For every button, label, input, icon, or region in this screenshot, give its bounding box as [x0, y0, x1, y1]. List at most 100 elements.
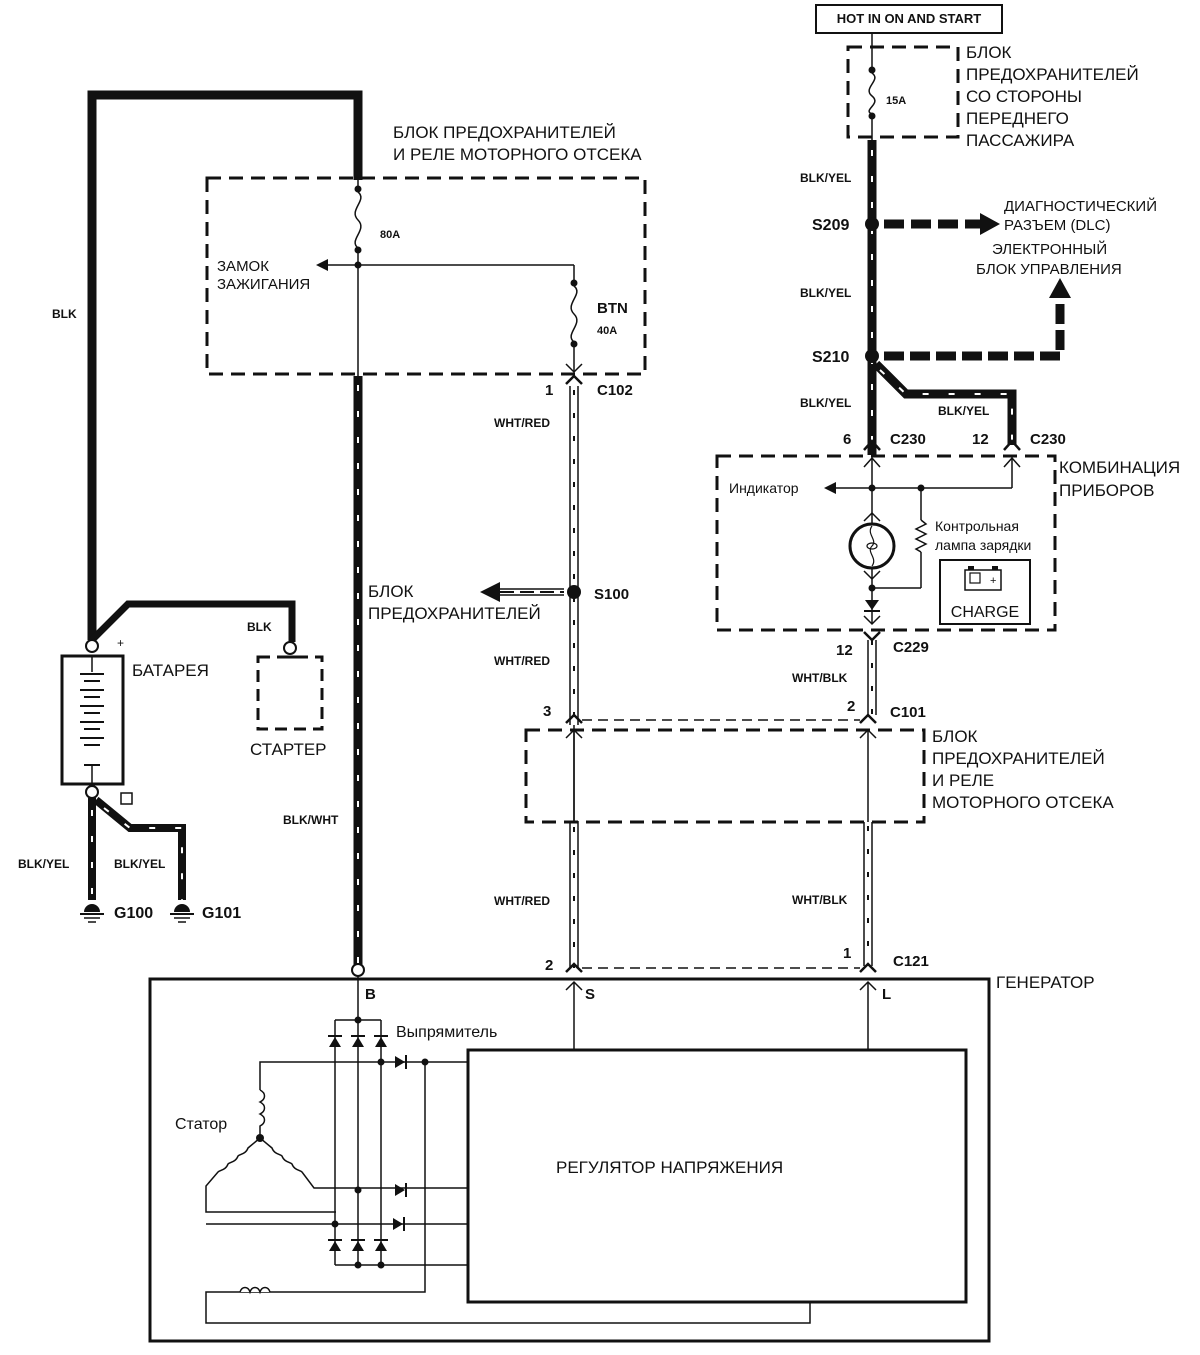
splice-s209-label: S209	[812, 217, 849, 234]
fuse-15a-icon	[868, 72, 876, 115]
battery-plus-label: +	[117, 636, 124, 650]
passenger-fuse-block: 15A	[846, 33, 960, 140]
fuse-15a-label: 15A	[886, 95, 906, 107]
rectifier-label: Выпрямитель	[396, 1024, 497, 1041]
battery	[60, 600, 297, 805]
ground-g100-label: G100	[114, 905, 153, 922]
svg-text:C121: C121	[893, 953, 929, 970]
wire-blk-yel-pin12	[872, 360, 1017, 445]
svg-text:2: 2	[847, 698, 855, 715]
fuse-80a-icon	[354, 191, 362, 249]
generator	[148, 963, 991, 1343]
stator-coil-icon	[258, 1089, 266, 1138]
svg-text:C101: C101	[890, 704, 926, 721]
battery-label: БАТАРЕЯ	[132, 661, 209, 680]
wire-label: WHT/RED	[494, 894, 550, 908]
connector-c101: 3 2 C101	[543, 698, 926, 724]
wire-label: BLK/WHT	[283, 813, 339, 827]
wire-to-ecu	[884, 278, 1071, 361]
wire-label: WHT/BLK	[792, 671, 848, 685]
ground-g101-label: G101	[202, 905, 241, 922]
arrow-right-icon	[980, 213, 1000, 235]
dlc-label: ДИАГНОСТИЧЕСКИЙ РАЗЪЕМ (DLC)	[1004, 197, 1161, 234]
wire-label: BLK	[52, 307, 77, 321]
hot-in-label: HOT IN ON AND START	[837, 11, 981, 26]
wire-label: BLK/YEL	[800, 171, 851, 185]
diode-icon	[327, 1035, 343, 1048]
splice-s209	[865, 217, 879, 231]
fuse-btn-label: BTN	[597, 300, 628, 317]
svg-text:C230: C230	[890, 431, 926, 448]
connector-c229: 12 C229	[836, 631, 929, 659]
arrow-up-icon	[1049, 278, 1071, 298]
arrow-left-icon	[824, 482, 836, 494]
fuse-block-s100-label: БЛОК ПРЕДОХРАНИТЕЛЕЙ	[368, 582, 541, 623]
charge-label: CHARGE	[951, 604, 1019, 621]
svg-text:C230: C230	[1030, 431, 1066, 448]
svg-text:C102: C102	[597, 382, 633, 399]
engine-fuse-relay-box-top	[205, 176, 647, 376]
wire-label: BLK/YEL	[114, 857, 165, 871]
field-coil-icon	[239, 1286, 271, 1295]
arrow-left-icon	[316, 259, 328, 271]
wire-label: BLK/YEL	[18, 857, 69, 871]
generator-label: ГЕНЕРАТОР	[996, 973, 1095, 992]
wire-label: WHT/RED	[494, 654, 550, 668]
regulator-label: РЕГУЛЯТОР НАПРЯЖЕНИЯ	[556, 1158, 783, 1177]
wire-wht-blk-lower	[863, 822, 873, 966]
starter	[256, 655, 324, 731]
wire-blk-battery	[87, 90, 363, 640]
ground-g101-icon	[170, 904, 194, 923]
svg-text:12: 12	[836, 642, 853, 659]
cluster-label: КОМБИНАЦИЯ ПРИБОРОВ	[1059, 458, 1185, 500]
wire-wht-blk-upper	[867, 640, 877, 715]
connector-c121: 2 1 C121	[545, 945, 929, 974]
wire-blk-yel-ground	[88, 796, 186, 900]
fuse-40a-label: 40A	[597, 325, 617, 337]
engine-fuse-relay-top-label: БЛОК ПРЕДОХРАНИТЕЛЕЙ И РЕЛЕ МОТОРНОГО ОТ…	[393, 123, 642, 164]
svg-text:C229: C229	[893, 639, 929, 656]
wire-to-fuse-block	[480, 582, 564, 602]
diode-icon	[327, 1239, 343, 1252]
diode-icon	[373, 1035, 389, 1048]
wire-label: BLK/YEL	[800, 396, 851, 410]
connector-c102: 1 C102	[545, 374, 633, 399]
starter-label: СТАРТЕР	[250, 740, 327, 759]
terminal-l-label: L	[882, 986, 891, 1003]
diode-icon	[865, 600, 879, 610]
fuse-80a-label: 80A	[380, 229, 400, 241]
splice-s100	[567, 585, 581, 599]
svg-text:2: 2	[545, 957, 553, 974]
svg-text:6: 6	[843, 431, 851, 448]
svg-text:12: 12	[972, 431, 989, 448]
wire-to-dlc	[884, 213, 1000, 235]
wire-label: BLK/YEL	[938, 404, 989, 418]
svg-text:3: 3	[543, 703, 551, 720]
charge-lamp-label: Контрольная лампа зарядки	[935, 518, 1031, 553]
hot-in-on-and-start-box: HOT IN ON AND START	[815, 4, 1003, 34]
stator-label: Статор	[175, 1116, 227, 1133]
arrow-left-icon	[480, 582, 500, 602]
resistor-icon	[914, 519, 928, 553]
wire-wht-red	[569, 386, 579, 968]
instrument-cluster: + CHARGE	[715, 454, 1057, 632]
ignition-switch-label: ЗАМОК ЗАЖИГАНИЯ	[217, 258, 310, 293]
diode-icon	[350, 1239, 366, 1252]
splice-s210	[865, 349, 879, 363]
indicator-label: Индикатор	[729, 480, 799, 496]
wire-label: BLK/YEL	[800, 286, 851, 300]
splice-s210-label: S210	[812, 349, 849, 366]
battery-charge-icon	[964, 569, 1002, 591]
diode-icon	[394, 1182, 407, 1198]
diode-icon	[394, 1054, 407, 1070]
terminal-s-label: S	[585, 986, 595, 1003]
wire-label: BLK	[247, 620, 272, 634]
connector-c230-pin12: 12 C230	[972, 431, 1066, 451]
wire-label: WHT/RED	[494, 416, 550, 430]
fuse-40a-icon	[570, 285, 578, 343]
diode-icon	[373, 1239, 389, 1252]
voltage-regulator	[466, 1048, 968, 1304]
engine-fuse-relay-mid-label: БЛОК ПРЕДОХРАНИТЕЛЕЙ И РЕЛЕ МОТОРНОГО ОТ…	[932, 727, 1114, 812]
splice-s100-label: S100	[594, 586, 629, 603]
